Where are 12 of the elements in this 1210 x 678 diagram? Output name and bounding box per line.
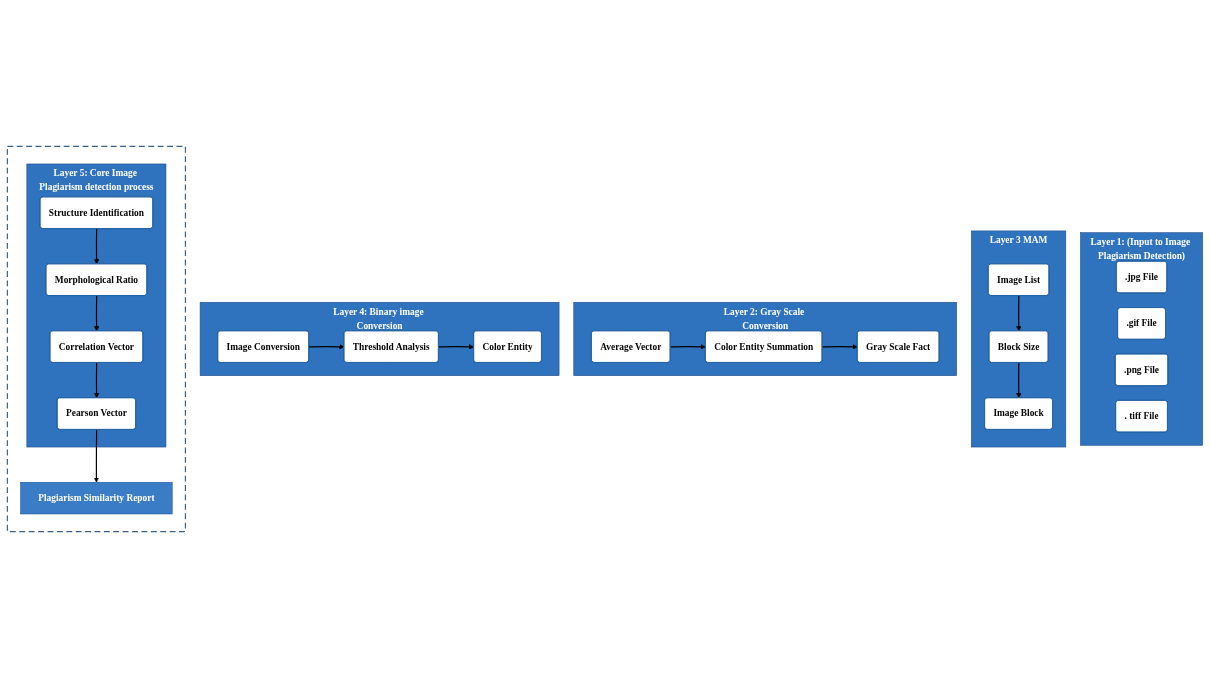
- node-box: Plagiarism Similarity Report: [20, 482, 173, 515]
- arrow: [308, 344, 345, 350]
- arrow: [1016, 362, 1022, 399]
- arrow: [438, 344, 475, 350]
- arrow: [94, 228, 100, 265]
- arrow: [1016, 295, 1022, 332]
- arrow: [669, 344, 706, 350]
- cluster: [6, 145, 186, 533]
- arrow: [94, 362, 100, 399]
- arrow: [94, 295, 100, 332]
- arrow: [821, 344, 858, 350]
- arrow: [93, 429, 99, 483]
